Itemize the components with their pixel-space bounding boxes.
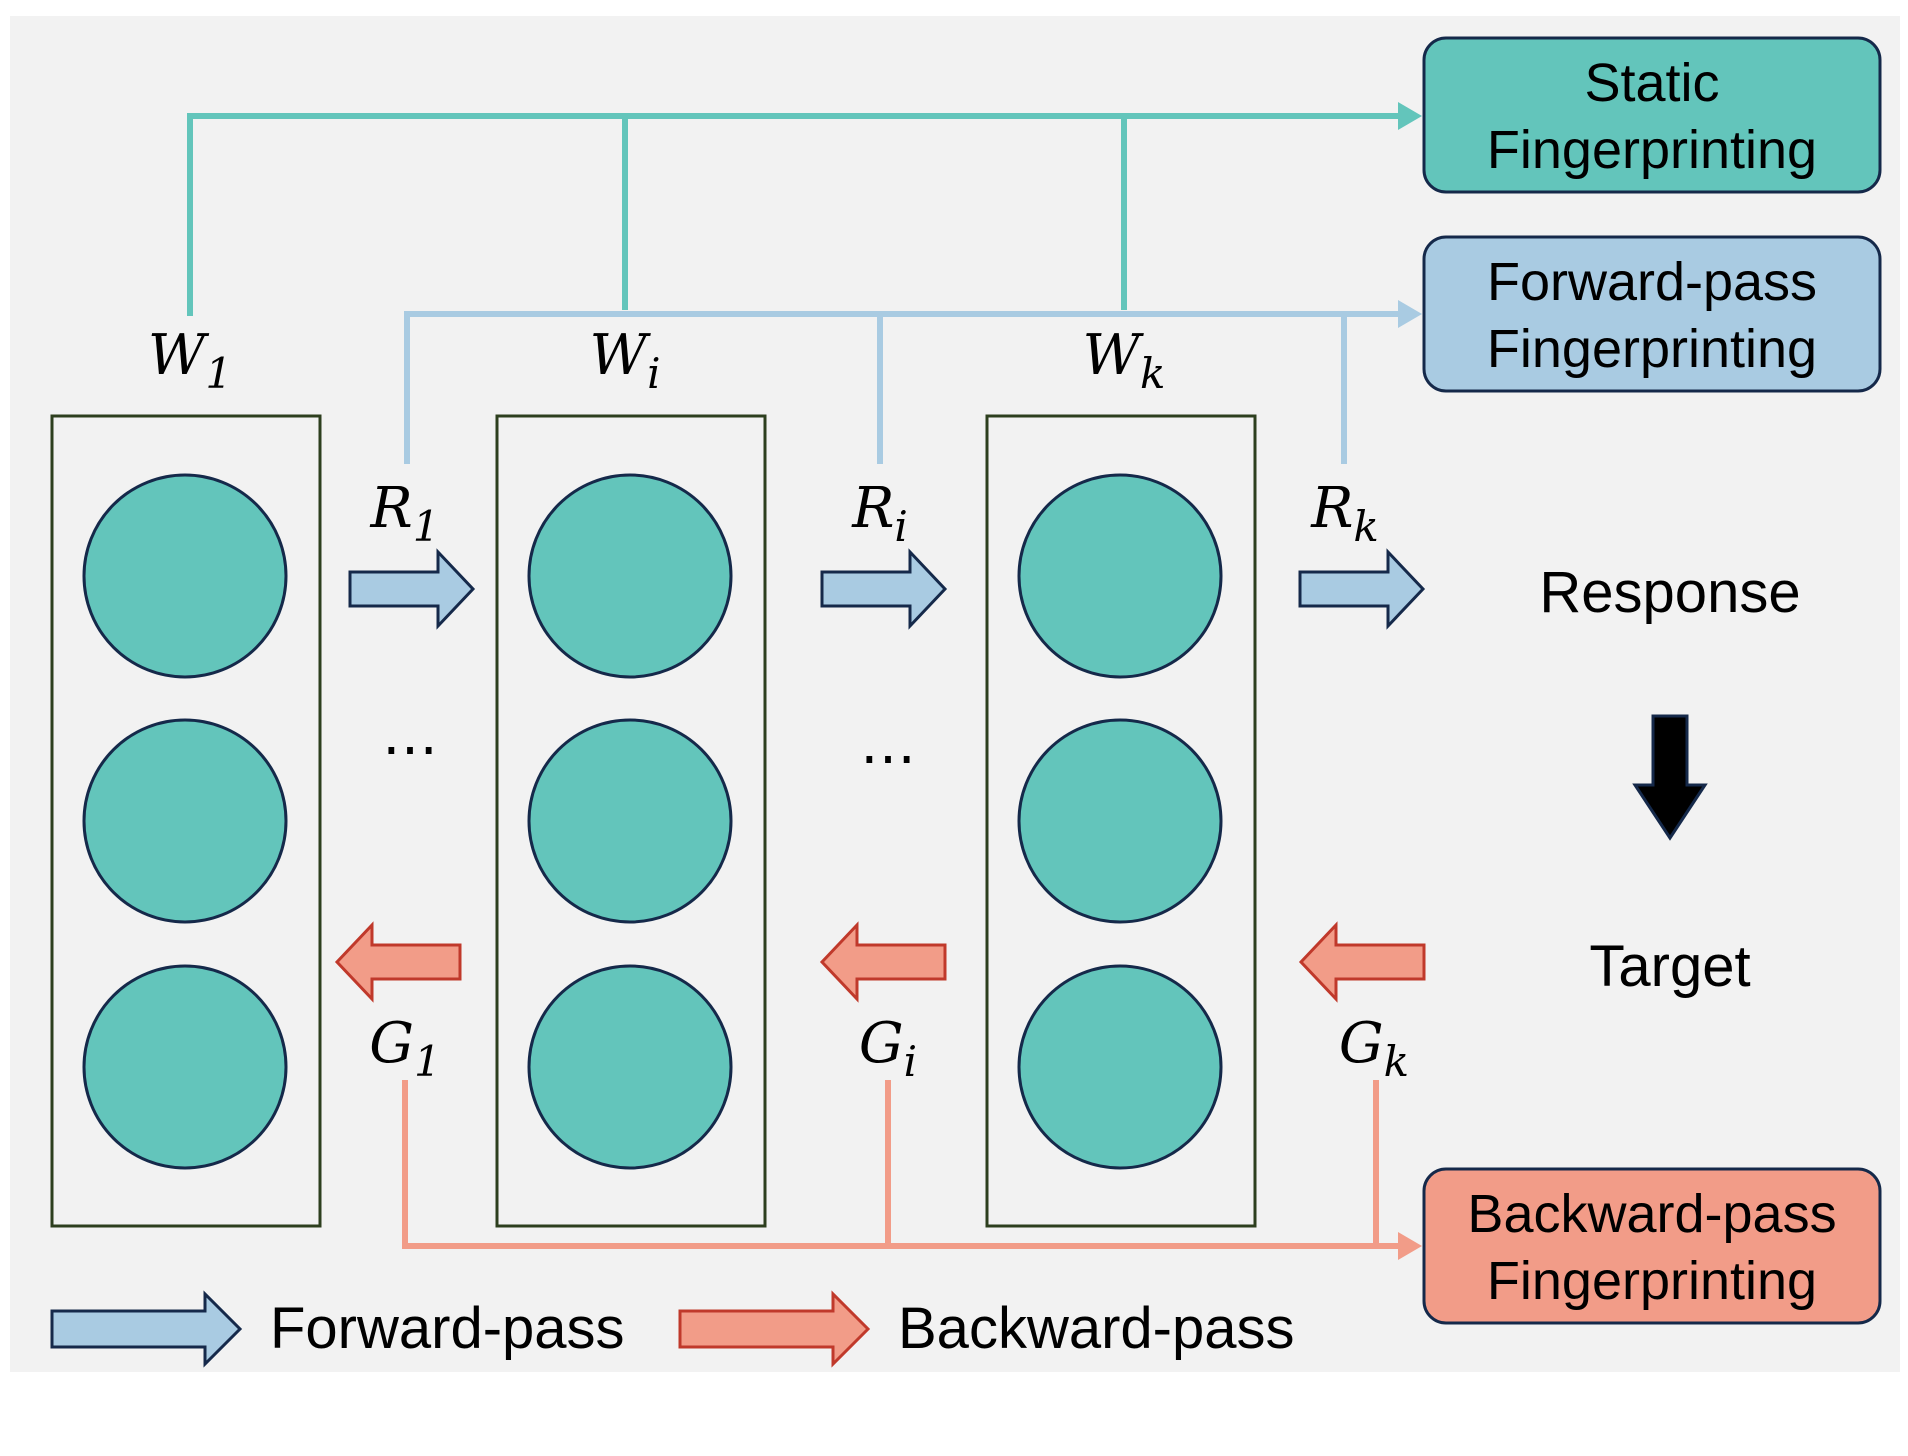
layer-k-frame xyxy=(985,414,1257,1228)
forward-fingerprinting-box: Forward-pass Fingerprinting xyxy=(1422,235,1882,393)
layer-i-neuron-1 xyxy=(527,473,733,679)
legend-backward-label: Backward-pass xyxy=(898,1296,1294,1361)
static-box-line1: Static xyxy=(1584,53,1719,113)
weight-label-i: Wi xyxy=(590,323,661,398)
static-trunk-line xyxy=(187,113,1398,316)
backward-arrowhead xyxy=(1398,1232,1422,1260)
forward-trunk-line xyxy=(404,311,1398,464)
layer-1-neuron-1 xyxy=(82,473,288,679)
backward-arrow-2 xyxy=(819,921,947,1003)
forward-connectors xyxy=(404,311,1398,464)
static-arrowhead xyxy=(1398,102,1422,130)
target-text: Target xyxy=(1589,934,1750,999)
forward-arrow-3 xyxy=(1298,548,1426,630)
static-box-line2: Fingerprinting xyxy=(1487,120,1817,180)
forward-box-line2: Fingerprinting xyxy=(1487,319,1817,379)
backward-connectors xyxy=(402,1080,1398,1249)
forward-arrow-1 xyxy=(348,548,476,630)
ellipsis-2: ⋯ xyxy=(860,726,916,791)
backward-trunk-line xyxy=(402,1080,1398,1249)
forward-arrowhead xyxy=(1398,300,1422,328)
backward-arrow-1 xyxy=(334,921,462,1003)
legend-forward-label: Forward-pass xyxy=(270,1296,625,1361)
backward-box-line1: Backward-pass xyxy=(1467,1184,1836,1244)
response-label-1: R1 xyxy=(370,476,440,551)
response-text: Response xyxy=(1539,560,1800,625)
backward-box-line2: Fingerprinting xyxy=(1487,1251,1817,1311)
legend-backward-arrow-icon xyxy=(678,1290,871,1368)
forward-box-line1: Forward-pass xyxy=(1487,252,1817,312)
forward-arrow-2 xyxy=(820,548,948,630)
layer-k-neuron-1 xyxy=(1017,473,1223,679)
ellipsis-1: ⋯ xyxy=(382,717,438,782)
gradient-label-k: Gk xyxy=(1339,1011,1409,1086)
response-label-k: Rk xyxy=(1310,476,1379,551)
gradient-label-1: G1 xyxy=(369,1011,440,1086)
weight-label-k: Wk xyxy=(1082,323,1165,398)
layer-1-neuron-3 xyxy=(82,964,288,1170)
response-label-i: Ri xyxy=(851,476,908,551)
layer-k xyxy=(985,414,1257,1228)
layer-1-frame xyxy=(50,414,322,1228)
layer-k-neuron-3 xyxy=(1017,964,1223,1170)
weight-label-1: W1 xyxy=(148,323,232,398)
layer-i xyxy=(495,414,767,1228)
legend: Forward-pass Backward-pass xyxy=(50,1290,1294,1368)
static-connectors xyxy=(187,113,1398,316)
layer-i-neuron-3 xyxy=(527,964,733,1170)
layer-i-frame xyxy=(495,414,767,1228)
gradient-label-i: Gi xyxy=(859,1011,917,1086)
backward-arrow-3 xyxy=(1298,921,1426,1003)
layer-i-neuron-2 xyxy=(527,718,733,924)
static-fingerprinting-box: Static Fingerprinting xyxy=(1422,36,1882,194)
down-arrow-icon xyxy=(1632,714,1708,841)
legend-forward-arrow-icon xyxy=(50,1290,243,1368)
layer-1-neuron-2 xyxy=(82,718,288,924)
backward-fingerprinting-box: Backward-pass Fingerprinting xyxy=(1422,1167,1882,1325)
layer-1 xyxy=(50,414,322,1228)
layer-k-neuron-2 xyxy=(1017,718,1223,924)
